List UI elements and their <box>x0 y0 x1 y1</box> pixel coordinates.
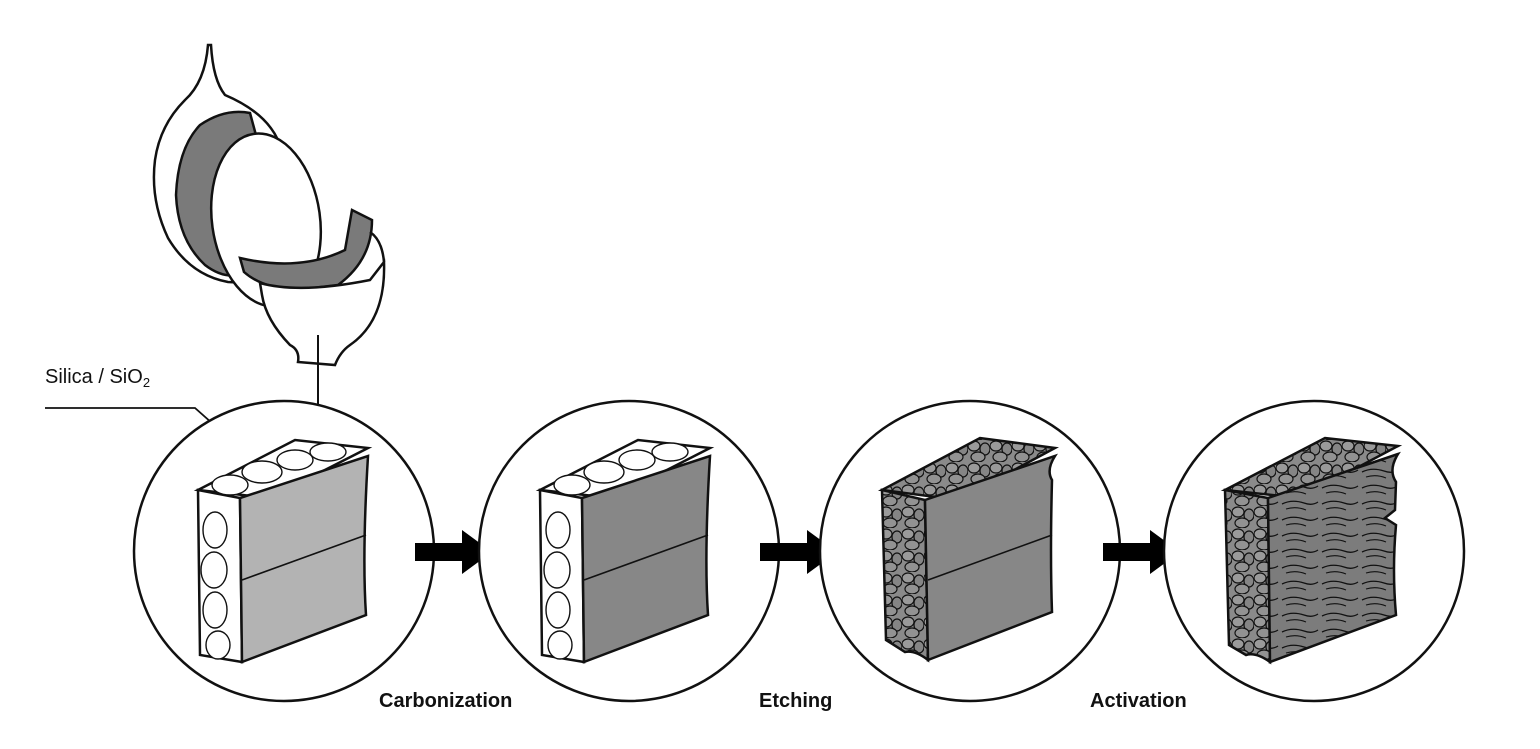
block-activated <box>1220 436 1403 665</box>
step-label-activation: Activation <box>1090 690 1187 712</box>
block-carbonized <box>535 438 715 664</box>
stage-circle-3 <box>818 399 1122 703</box>
block-raw-husk <box>193 438 373 664</box>
stage-circle-1 <box>132 399 436 703</box>
silica-label-subscript: 2 <box>142 375 151 390</box>
rice-husk-illustration <box>152 43 386 367</box>
husk-cup <box>258 258 386 367</box>
arrow-carbonization <box>415 530 492 574</box>
silica-label-text: Silica / SiO <box>45 366 143 388</box>
stage-circle-2 <box>477 399 781 703</box>
block-etched <box>877 436 1060 663</box>
step-label-etching: Etching <box>759 690 833 712</box>
step-label-carbonization: Carbonization <box>379 690 513 712</box>
silica-label: Silica / SiO2 <box>45 366 150 390</box>
stage-circle-4 <box>1162 399 1466 703</box>
